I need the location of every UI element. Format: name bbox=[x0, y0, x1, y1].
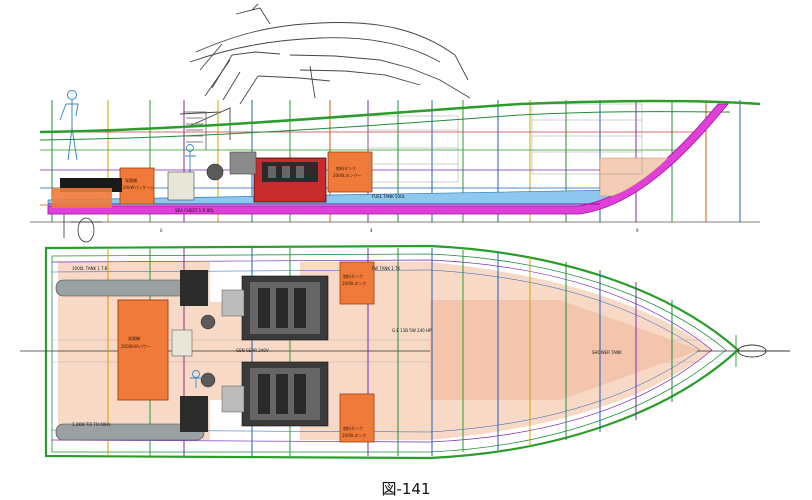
stairs bbox=[183, 111, 207, 150]
propeller bbox=[63, 214, 102, 243]
svg-text:1000L TANK 1 T.B: 1000L TANK 1 T.B bbox=[72, 266, 107, 271]
deck-line bbox=[39, 111, 731, 141]
plan-gen-block bbox=[117, 299, 169, 401]
svg-text:1.2KW T.B TO 60Hz: 1.2KW T.B TO 60Hz bbox=[72, 422, 110, 427]
svg-text:4: 4 bbox=[370, 228, 373, 233]
plan-fwd-stbd-label-1: 燃料タンク bbox=[343, 425, 363, 431]
side-gen-label-2: 20kWパッケージ bbox=[123, 184, 154, 190]
svg-text:GEN GEAR 240V: GEN GEAR 240V bbox=[236, 348, 269, 353]
sheer-line bbox=[39, 99, 761, 134]
plan-hull-inner bbox=[51, 253, 727, 453]
side-tank-label-keel: SEA CHEST 1 R 80L bbox=[175, 208, 215, 213]
svg-text:0: 0 bbox=[160, 228, 163, 233]
plan-fwd-stbd bbox=[339, 393, 375, 443]
side-tank-label-fuel: FUEL TANK 500L bbox=[372, 194, 406, 199]
human-figure bbox=[59, 90, 79, 161]
plan-small-equip-3 bbox=[200, 314, 216, 330]
figure-caption: 図-141 bbox=[381, 480, 431, 498]
plan-buttock-2 bbox=[51, 349, 713, 443]
superstructure bbox=[179, 3, 471, 140]
side-engine bbox=[167, 151, 327, 203]
plan-aft-block-stbd bbox=[180, 396, 208, 432]
bow-pulpit bbox=[735, 335, 790, 367]
side-fwd-label-2: 2000Lタンクー bbox=[333, 172, 361, 178]
plan-gen-label-2: 2000kVAパワー bbox=[121, 344, 151, 349]
side-tank-grid bbox=[367, 103, 643, 183]
side-profile: 発電機 20kWパッケージ 燃料タンク 2000Lタンクー FUEL TANK … bbox=[30, 3, 761, 243]
side-gen-label-1: 発電機 bbox=[125, 177, 137, 183]
bow-void bbox=[599, 157, 669, 197]
plan-tank-labels: 1000L TANK 1 T.B FW TANK 1 TK 1.2KW T.B … bbox=[72, 266, 622, 427]
plan-gen-label-1: 発電機 bbox=[128, 335, 140, 341]
plan-buttock-4 bbox=[51, 349, 701, 433]
svg-text:SHOWER TANK: SHOWER TANK bbox=[592, 350, 622, 355]
plan-buttock-3 bbox=[51, 269, 701, 351]
human-figure-small bbox=[185, 144, 196, 191]
plan-buttock-1 bbox=[51, 259, 713, 351]
plan-fwd-stbd-label-2: 2000Lタンク bbox=[342, 432, 366, 438]
plan-aft-block-port bbox=[180, 270, 208, 306]
plan-fwd-port-label-2: 2000Lタンク bbox=[342, 280, 366, 286]
plan-fwd-port-label-1: 燃料タンク bbox=[343, 273, 363, 279]
plan-small-equip-1 bbox=[171, 329, 193, 357]
side-box-fwd-tank bbox=[327, 151, 373, 193]
plan-human-figure bbox=[190, 370, 202, 388]
plan-fwd-port bbox=[339, 261, 375, 305]
svg-text:9: 9 bbox=[636, 228, 639, 233]
plan-view: 発電機 2000kVAパワー 燃料タンク 2000Lタンク 燃料タンク 2000… bbox=[20, 244, 790, 460]
aft-step bbox=[52, 188, 112, 208]
plan-small-equip-2 bbox=[200, 372, 216, 388]
plan-engine-stbd bbox=[221, 361, 329, 427]
svg-text:FW TANK 1 TK: FW TANK 1 TK bbox=[372, 266, 401, 271]
side-fwd-label-1: 燃料タンク bbox=[336, 165, 356, 171]
plan-engine-port bbox=[221, 275, 329, 341]
side-station-numbers: 0 4 9 bbox=[160, 228, 639, 233]
svg-text:G.E 11B 5W 240 HP: G.E 11B 5W 240 HP bbox=[392, 328, 432, 333]
